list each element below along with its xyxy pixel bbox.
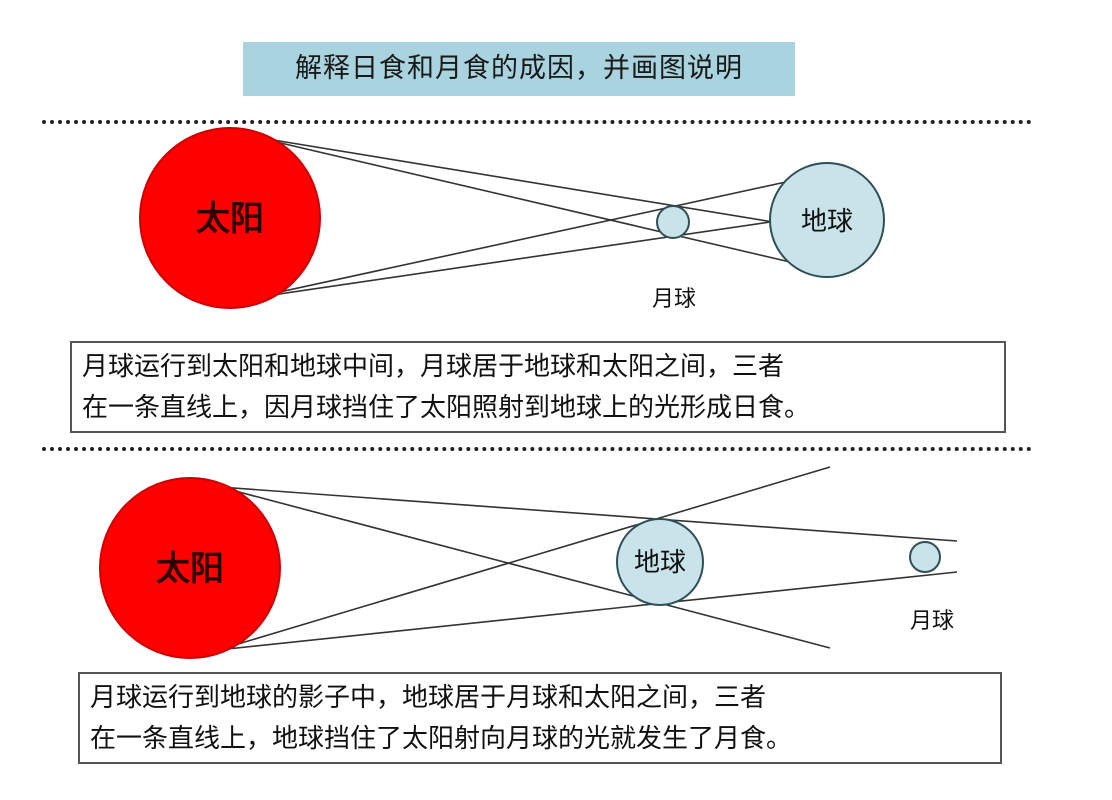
earth: [769, 162, 885, 278]
page-title: 解释日食和月食的成因，并画图说明: [243, 42, 795, 96]
caption-line: 在一条直线上，因月球挡住了太阳照射到地球上的光形成日食。: [82, 393, 811, 423]
earth-label: 地球: [634, 548, 686, 578]
dotted-divider-top: [42, 120, 1032, 124]
solar-eclipse-diagram: 太阳 月球 地球: [139, 127, 885, 312]
moon-label: 月球: [652, 287, 696, 312]
sun: [139, 127, 321, 309]
sun-label: 太阳: [156, 549, 224, 589]
lunar-eclipse-caption: 月球运行到地球的影子中，地球居于月球和太阳之间，三者 在一条直线上，地球挡住了太…: [78, 672, 1002, 764]
moon-label: 月球: [910, 609, 954, 634]
solar-eclipse-caption: 月球运行到太阳和地球中间，月球居于地球和太阳之间，三者 在一条直线上，因月球挡住…: [70, 341, 1006, 433]
sun-label: 太阳: [196, 199, 264, 239]
ray: [254, 136, 774, 223]
ray: [217, 571, 958, 651]
caption-line: 月球运行到太阳和地球中间，月球居于地球和太阳之间，三者: [82, 352, 785, 382]
ray: [254, 136, 804, 266]
dotted-divider-middle: [42, 447, 1032, 451]
moon: [656, 205, 690, 239]
moon: [909, 541, 941, 573]
lunar-eclipse-rays: [217, 466, 958, 651]
lunar-eclipse-diagram: 太阳 地球 月球: [99, 466, 958, 659]
ray: [251, 179, 796, 299]
ray: [219, 486, 958, 542]
earth: [616, 518, 704, 606]
ray: [219, 486, 831, 649]
caption-line: 月球运行到地球的影子中，地球居于月球和太阳之间，三者: [90, 683, 767, 713]
caption-line: 在一条直线上，地球挡住了太阳射向月球的光就发生了月食。: [90, 724, 793, 754]
solar-eclipse-rays: [251, 136, 804, 299]
earth-label: 地球: [801, 207, 853, 237]
sun: [99, 477, 281, 659]
ray: [217, 466, 831, 651]
